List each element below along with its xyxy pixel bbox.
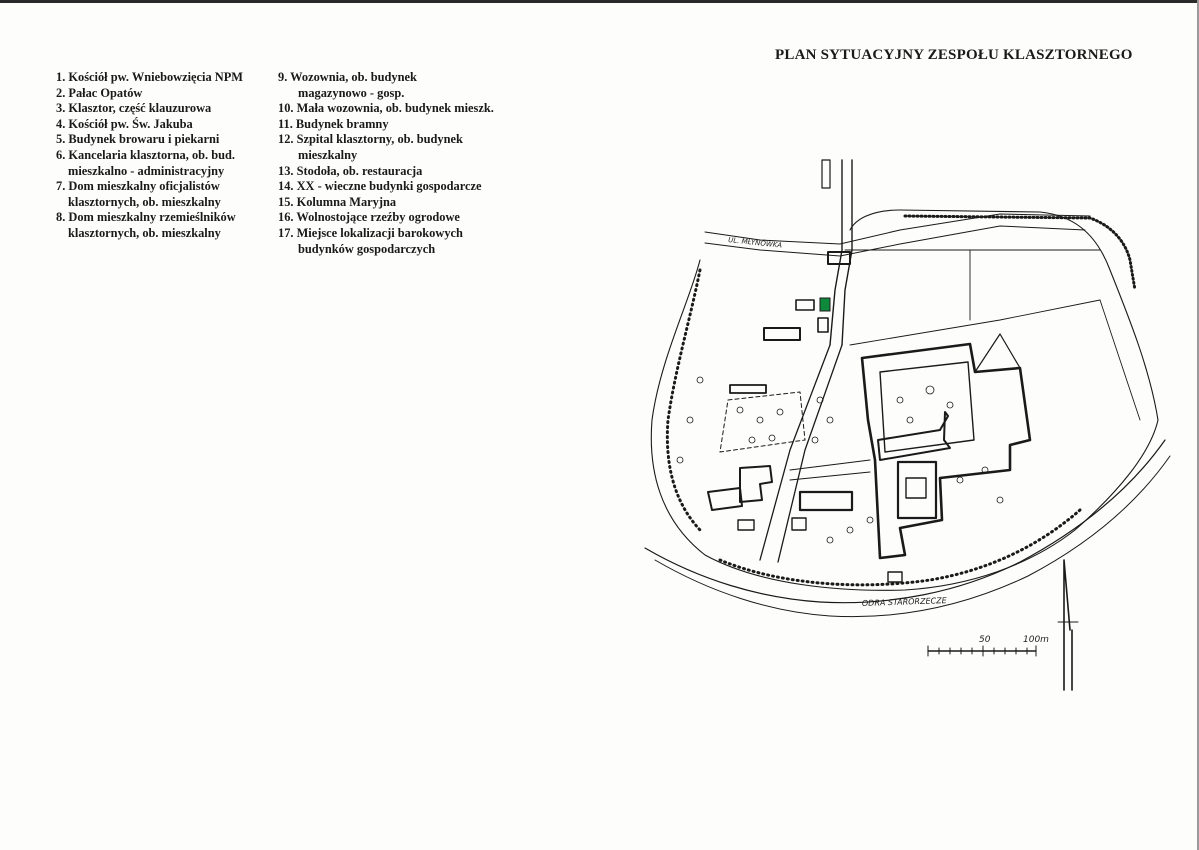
legend-column-2: 9. Wozownia, ob. budynek magazynowo - go… xyxy=(278,70,494,257)
scan-edge-top xyxy=(0,0,1199,3)
legend-item: 2. Pałac Opatów xyxy=(56,85,143,100)
legend-item-continuation: budynków gospodarczych xyxy=(298,241,436,256)
hedge-north xyxy=(903,214,1137,292)
tree-marks xyxy=(676,376,1004,544)
building-12 xyxy=(729,384,767,394)
former-buildings-outline xyxy=(719,391,806,453)
street-label: UL. MŁYNÓWKA xyxy=(728,235,783,250)
cross-alley-1 xyxy=(789,459,871,471)
legend-item: 12. Szpital klasztorny, ob. budynek xyxy=(278,132,463,147)
legend-item: 11. Budynek bramny xyxy=(278,116,389,131)
site-boundary xyxy=(650,209,1159,591)
legend-item: 6. Kancelaria klasztorna, ob. bud. xyxy=(56,147,235,162)
gate-building xyxy=(827,251,851,265)
access-road-right xyxy=(841,159,853,346)
legend-item: 14. XX - wieczne budynki gospodarcze xyxy=(278,179,482,194)
access-road-left xyxy=(829,159,843,346)
legend-item: 8. Dom mieszkalny rzemieślników xyxy=(56,210,236,225)
legend-item: 4. Kościół pw. Św. Jakuba xyxy=(56,116,193,131)
building-south xyxy=(887,571,903,583)
hedge-west xyxy=(665,268,702,532)
east-wing xyxy=(974,333,1021,373)
main-alley-east xyxy=(777,344,843,563)
river-bank-inner xyxy=(654,455,1171,618)
legend-item: 13. Stodoła, ob. restauracja xyxy=(278,163,423,178)
building-6 xyxy=(707,487,743,511)
legend-item: 1. Kościół pw. Wniebowzięcia NPM xyxy=(56,70,243,84)
north-arrow xyxy=(1063,559,1073,691)
field-line-3 xyxy=(849,299,1101,346)
field-line-4 xyxy=(1099,299,1141,421)
monastery-outline xyxy=(860,342,1032,560)
legend-item: 15. Kolumna Maryjna xyxy=(278,194,397,209)
cross-alley-2 xyxy=(789,471,871,481)
river-bank-outer xyxy=(644,439,1166,604)
monastery-courtyard xyxy=(879,361,975,453)
scan-edge-right xyxy=(1197,0,1199,850)
building-8 xyxy=(763,327,801,341)
main-alley-west xyxy=(759,344,831,561)
legend-item: 9. Wozownia, ob. budynek xyxy=(278,70,417,84)
legend-item: 10. Mała wozownia, ob. budynek mieszk. xyxy=(278,101,494,116)
building-13 xyxy=(791,517,807,531)
highlighted-building xyxy=(819,297,831,312)
legend-item: 7. Dom mieszkalny oficjalistów xyxy=(56,179,220,194)
legend-column-1: 1. Kościół pw. Wniebowzięcia NPM 2. Pała… xyxy=(56,70,243,242)
street-line-north xyxy=(704,213,1091,245)
legend-item-continuation: klasztornych, ob. mieszkalny xyxy=(68,194,221,209)
scale-label-end: 100m xyxy=(1023,635,1049,645)
building-5 xyxy=(798,490,854,512)
river-label: ODRA STARORZECZE xyxy=(862,596,948,608)
building-7 xyxy=(739,465,773,503)
gate-post xyxy=(821,159,831,189)
legend-item-continuation: mieszkalny xyxy=(298,147,358,162)
legend-item: 17. Miejsce lokalizacji barokowych xyxy=(278,225,463,240)
legend-item: 5. Budynek browaru i piekarni xyxy=(56,132,220,147)
scale-label-mid: 50 xyxy=(979,635,991,645)
legend-item: 3. Klasztor, część klauzurowa xyxy=(56,101,212,116)
building-14 xyxy=(737,519,755,531)
cloister-court xyxy=(896,460,938,520)
scale-bar-ticks xyxy=(927,645,1037,657)
hedge-south xyxy=(718,508,1082,587)
cloister-inner xyxy=(905,477,927,499)
church-nave xyxy=(877,411,951,461)
legend-item-continuation: klasztornych, ob. mieszkalny xyxy=(68,225,221,240)
legend-item-continuation: mieszkalno - administracyjny xyxy=(68,163,225,178)
legend-item: 16. Wolnostojące rzeźby ogrodowe xyxy=(278,210,460,225)
page-title: PLAN SYTUACYJNY ZESPOŁU KLASZTORNEGO xyxy=(775,47,1133,63)
building-10 xyxy=(817,317,829,333)
legend-item-continuation: magazynowo - gosp. xyxy=(298,85,405,100)
building-9 xyxy=(795,299,815,311)
